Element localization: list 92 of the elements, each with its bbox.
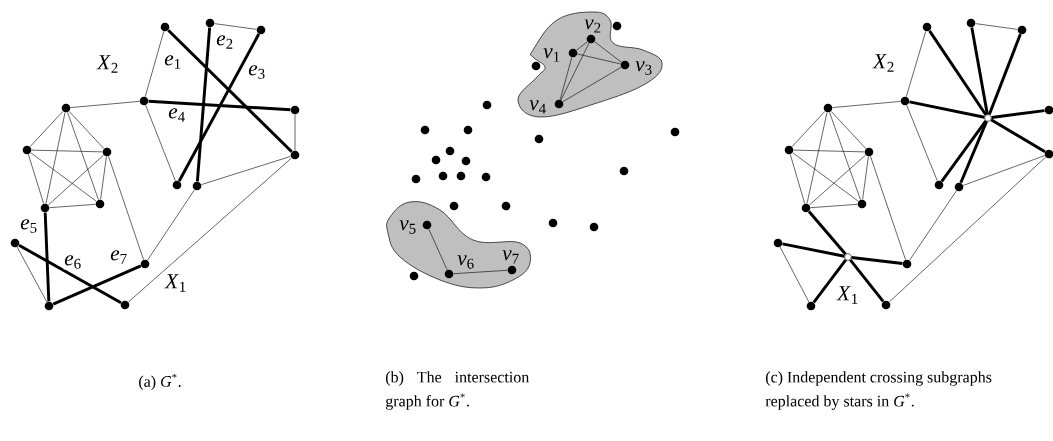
caption: (a) G$^{*}$. — [139, 373, 181, 391]
graph-edge — [906, 104, 938, 182]
graph-edge — [806, 112, 828, 204]
graph-edge — [16, 246, 48, 303]
graph-edge — [177, 33, 261, 182]
graph-edge — [68, 111, 105, 149]
graph-edge — [294, 114, 296, 151]
graph-edge — [928, 30, 988, 116]
graph-edge — [560, 42, 590, 101]
graph-edge — [29, 111, 64, 147]
graph-edge — [812, 259, 847, 304]
edge-label: e$_{3}$ — [247, 64, 267, 80]
graph-edge — [832, 101, 901, 108]
graph-edge — [991, 109, 1045, 119]
graph-edge — [201, 156, 291, 185]
graph-label: X$_{2}$ — [872, 54, 894, 72]
graph-edge — [195, 27, 212, 182]
graph-edge — [909, 190, 957, 261]
graph-edge — [31, 149, 103, 153]
graph-label: X$_{2}$ — [96, 55, 118, 73]
graph-edge — [830, 111, 867, 149]
graph-edge — [67, 112, 99, 200]
vertex-label: v$_{1}$ — [543, 48, 560, 62]
graph-edge — [594, 41, 622, 63]
graph-edge — [779, 246, 810, 303]
graph-edge — [167, 29, 293, 153]
graph-edge — [792, 152, 859, 202]
graph-edge — [30, 152, 97, 202]
graph-edge — [851, 255, 903, 265]
graph-edge — [970, 27, 989, 115]
region-blob — [517, 11, 663, 118]
graph-edge — [987, 33, 1022, 116]
graph-edge — [940, 120, 988, 183]
graph-edge — [909, 100, 985, 119]
graph-edge — [43, 212, 51, 302]
graph-edge — [100, 156, 107, 200]
graph-edge — [70, 101, 140, 108]
graph-edge — [810, 204, 858, 208]
edge-label: e$_{1}$ — [163, 54, 183, 70]
edge-label: e$_{6}$ — [63, 254, 83, 270]
region-blob — [386, 201, 531, 289]
graph-edge — [562, 67, 622, 102]
vertex-label: v$_{6}$ — [457, 255, 474, 269]
graph-edge — [214, 23, 257, 30]
graph-edge — [906, 31, 926, 97]
vertex-label: v$_{7}$ — [502, 250, 519, 264]
graph-edge — [790, 154, 805, 204]
graph-edge — [28, 154, 44, 204]
graph-edge — [829, 112, 861, 200]
star-center — [844, 253, 852, 261]
graph-edge — [108, 156, 144, 260]
graph-edge — [870, 156, 906, 260]
graph-edge — [45, 112, 66, 204]
edge-label: e$_{5}$ — [19, 218, 39, 234]
graph-edge — [145, 105, 176, 181]
graph-edge — [959, 120, 988, 184]
graph-edge — [990, 118, 1046, 153]
graph-edge — [963, 155, 1045, 186]
graph-edge — [559, 57, 573, 100]
graph-edge — [577, 53, 621, 65]
graph-edge — [862, 156, 869, 200]
graph-edge — [147, 189, 195, 261]
graph-edge — [807, 210, 847, 256]
graph-edge — [453, 270, 508, 274]
vertex-label: v$_{4}$ — [529, 100, 546, 114]
graph-edge — [148, 99, 291, 112]
edge-label: e$_{7}$ — [109, 249, 129, 265]
caption: (c) Independent crossing subgraphs replaced by stars in G$^{*}$. — [765, 371, 992, 410]
graph-edge — [889, 156, 1046, 303]
graph-edge — [791, 111, 826, 147]
graph-edge — [428, 228, 448, 271]
graph-edge — [18, 243, 122, 304]
vertex-label: v$_{2}$ — [584, 19, 601, 33]
graph-edge — [48, 154, 104, 206]
caption: (b) The intersection graph for G$^{*}$. — [385, 371, 530, 410]
star-center — [984, 114, 992, 122]
vertex-label: v$_{5}$ — [399, 220, 416, 234]
graph-label: X$_{1}$ — [836, 286, 858, 304]
graph-edge — [52, 264, 142, 306]
graph-edge — [49, 204, 96, 208]
edge-label: e$_{2}$ — [215, 34, 235, 50]
graph-edge — [144, 31, 165, 97]
edge-label: e$_{4}$ — [167, 107, 187, 123]
graph-edge — [975, 23, 1018, 30]
vertex-label: v$_{3}$ — [635, 61, 652, 75]
graph-edge — [793, 149, 865, 153]
graph-edge — [849, 258, 885, 303]
graph-label: X$_{1}$ — [164, 274, 186, 292]
graph-edge — [128, 157, 292, 303]
graph-edge — [576, 41, 588, 51]
graph-edge — [809, 154, 866, 206]
graph-edge — [782, 242, 845, 258]
